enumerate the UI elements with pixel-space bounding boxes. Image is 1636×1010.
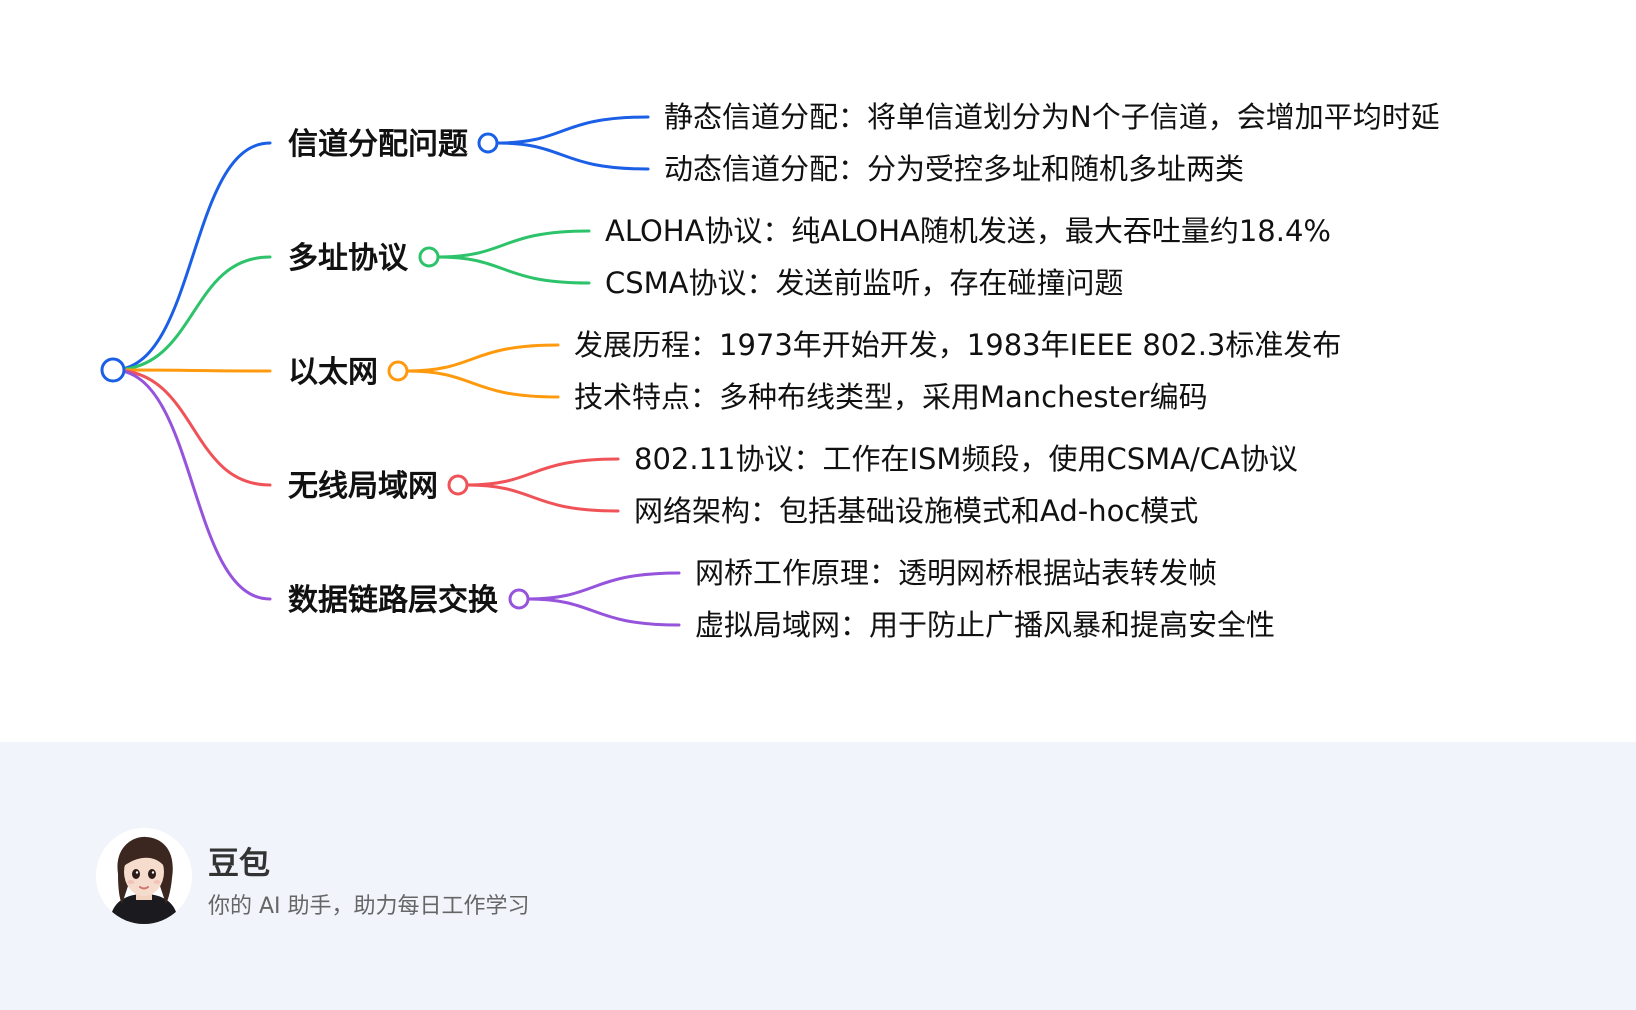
branch-node-circle — [447, 474, 469, 496]
branch-node-circle — [477, 132, 499, 154]
root-node-circle — [100, 357, 126, 383]
leaf-label: 802.11协议：工作在ISM频段，使用CSMA/CA协议 — [634, 442, 1298, 476]
branch-label: 多址协议 — [288, 241, 409, 276]
branch-label: 数据链路层交换 — [288, 583, 499, 618]
brand-name: 豆包 — [208, 846, 270, 882]
leaf-connector — [495, 141, 650, 171]
branch-node-circle — [508, 588, 530, 610]
footer — [0, 742, 1636, 1010]
leaf-connector — [495, 115, 650, 145]
nodes: 信道分配问题 静态信道分配：将单信道划分为N个子信道，会增加平均时延动态信道分配：… — [100, 100, 1440, 642]
leaf-label: 静态信道分配：将单信道划分为N个子信道，会增加平均时延 — [664, 100, 1440, 134]
leaf-label: 技术特点：多种布线类型，采用Manchester编码 — [574, 380, 1208, 414]
branch-label: 无线局域网 — [288, 469, 438, 504]
branch-connector — [111, 255, 272, 372]
leaf-label: 虚拟局域网：用于防止广播风暴和提高安全性 — [695, 608, 1275, 642]
connector-lines — [111, 115, 681, 627]
branch-label: 信道分配问题 — [288, 127, 468, 162]
leaf-label: 网桥工作原理：透明网桥根据站表转发帧 — [695, 556, 1217, 590]
brand-tagline: 你的 AI 助手，助力每日工作学习 — [208, 894, 530, 919]
leaf-connector — [436, 229, 591, 259]
leaf-connector — [405, 343, 560, 373]
leaf-connector — [526, 571, 681, 601]
leaf-connector — [465, 483, 620, 513]
branch-connector — [111, 368, 272, 487]
leaf-label: 发展历程：1973年开始开发，1983年IEEE 802.3标准发布 — [574, 328, 1341, 362]
branch-connector — [111, 368, 272, 601]
leaf-connector — [465, 457, 620, 487]
leaf-label: 网络架构：包括基础设施模式和Ad-hoc模式 — [634, 494, 1198, 528]
leaf-label: ALOHA协议：纯ALOHA随机发送，最大吞吐量约18.4% — [605, 214, 1331, 248]
leaf-connector — [405, 369, 560, 399]
branch-connector — [111, 368, 272, 373]
leaf-connector — [436, 255, 591, 285]
mindmap: 信道分配问题 静态信道分配：将单信道划分为N个子信道，会增加平均时延动态信道分配：… — [100, 100, 1440, 642]
leaf-label: 动态信道分配：分为受控多址和随机多址两类 — [664, 152, 1244, 186]
doubao-avatar — [96, 828, 192, 924]
leaf-label: CSMA协议：发送前监听，存在碰撞问题 — [605, 266, 1124, 300]
branch-connector — [111, 141, 272, 372]
branch-label: 以太网 — [288, 355, 378, 390]
branch-node-circle — [387, 360, 409, 382]
leaf-connector — [526, 597, 681, 627]
branch-node-circle — [418, 246, 440, 268]
